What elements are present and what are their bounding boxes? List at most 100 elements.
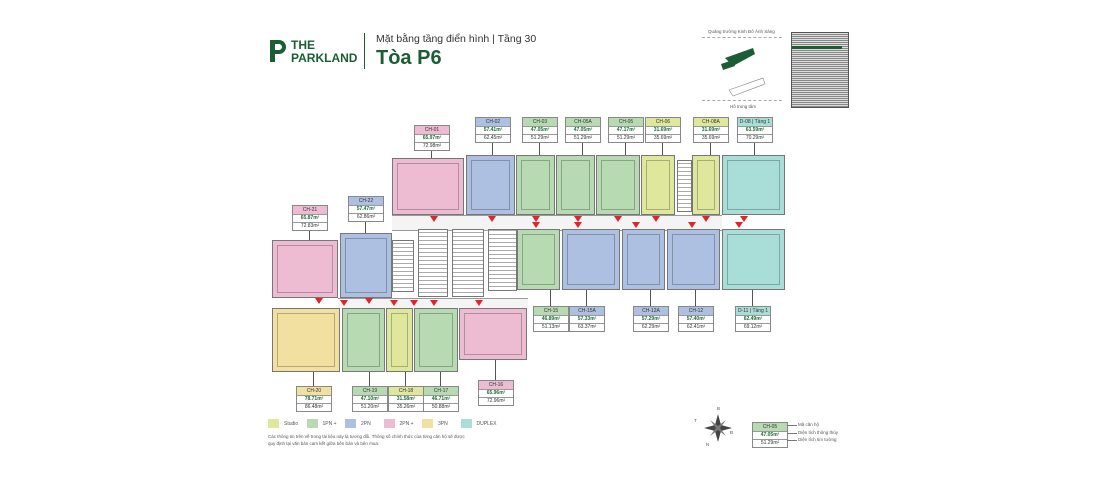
unit-net-area: 31.58m² (389, 395, 423, 403)
unit-net-area: 65.87m² (293, 214, 327, 222)
unit-gross-area: 35.69m² (694, 134, 728, 142)
apartment-unit[interactable] (516, 155, 555, 215)
label-leader (431, 150, 432, 158)
compass-icon (704, 414, 732, 442)
unit-code: D-08 | Tầng 1 (738, 118, 772, 126)
unit-gross-area: 86.48m² (297, 403, 331, 411)
unit-gross-area: 72.98m² (415, 142, 449, 150)
page-subtitle: Mặt bằng tầng điển hình | Tầng 30 (376, 33, 537, 45)
unit-code: CH-02 (476, 118, 510, 126)
unit-code: CH-03 (523, 118, 557, 126)
entrance-marker-icon (430, 216, 438, 222)
unit-gross-area: 63.37m² (570, 323, 604, 331)
unit-code: CH-15 (534, 307, 568, 315)
apartment-unit[interactable] (562, 229, 620, 290)
unit-code: CH-18 (389, 387, 423, 395)
apartment-unit[interactable] (392, 158, 464, 215)
apartment-unit[interactable] (272, 308, 340, 372)
label-leader (695, 290, 696, 306)
unit-gross-area: 51.13m² (534, 323, 568, 331)
stair-core (677, 160, 692, 212)
compass-west: T (694, 418, 697, 423)
legend-label: 3PN (438, 421, 448, 427)
apartment-unit[interactable] (596, 155, 640, 215)
unit-code: CH-12A (634, 307, 668, 315)
apartment-unit[interactable] (722, 155, 785, 215)
apartment-unit[interactable] (667, 229, 720, 290)
compass-east: Đ (730, 430, 734, 435)
apartment-unit[interactable] (386, 308, 413, 372)
entrance-marker-icon (632, 222, 640, 228)
unit-gross-area: 72.83m² (293, 222, 327, 230)
site-divider (702, 100, 782, 101)
unit-code: CH-22 (349, 197, 383, 205)
unit-net-area: 46.89m² (534, 315, 568, 323)
apartment-unit[interactable] (342, 308, 385, 372)
key-gross: 51.29m² (753, 439, 787, 447)
unit-code: CH-05 (609, 118, 643, 126)
site-top-label: Quảng trường Kinh Đô Ánh Sáng (708, 29, 775, 34)
entrance-marker-icon (365, 298, 373, 304)
apartment-unit[interactable] (692, 155, 720, 215)
apartment-unit[interactable] (414, 308, 458, 372)
apartment-unit[interactable] (340, 233, 392, 298)
highlighted-floor (792, 46, 842, 49)
apartment-unit[interactable] (517, 229, 560, 290)
label-leader (650, 290, 651, 306)
label-leader (582, 142, 583, 155)
apartment-unit[interactable] (641, 155, 675, 215)
label-leader (586, 290, 587, 306)
legend-swatch (383, 419, 395, 428)
apartment-unit[interactable] (272, 240, 338, 298)
unit-net-area: 57.33m² (570, 315, 604, 323)
unit-net-area: 57.41m² (476, 126, 510, 134)
legend-label: Studio (284, 421, 299, 427)
stair-core (418, 229, 448, 297)
unit-gross-area: 51.29m² (523, 134, 557, 142)
label-leader (309, 230, 310, 240)
key-code-label: Mã căn hộ (798, 422, 820, 427)
unit-code: CH-05A (566, 118, 600, 126)
key-net: 47.05m² (753, 431, 787, 439)
legend-swatch (345, 419, 356, 428)
key-leader (787, 433, 797, 434)
unit-gross-area: 51.29m² (609, 134, 643, 142)
unit-net-area: 46.71m² (424, 395, 458, 403)
label-leader (754, 142, 755, 155)
entrance-marker-icon (488, 216, 496, 222)
unit-net-area: 57.47m² (349, 205, 383, 213)
label-leader (752, 290, 753, 306)
elevator-core (392, 240, 414, 292)
unit-gross-area: 35.69m² (646, 134, 680, 142)
apartment-unit[interactable] (556, 155, 595, 215)
entrance-marker-icon (574, 216, 582, 222)
unit-gross-area: 62.29m² (634, 323, 668, 331)
building-elevation (791, 32, 849, 108)
unit-code: D-11 | Tầng 1 (736, 307, 770, 315)
legend-label: 2PN (361, 421, 371, 427)
apartment-unit[interactable] (722, 229, 785, 290)
unit-net-area: 63.59m² (738, 126, 772, 134)
label-leader (710, 142, 711, 155)
unit-code: CH-19 (353, 387, 387, 395)
apartment-unit[interactable] (622, 229, 665, 290)
entrance-marker-icon (702, 216, 710, 222)
entrance-marker-icon (410, 300, 418, 306)
unit-gross-area: 72.96m² (479, 397, 513, 405)
legend-label: 1PN + (322, 421, 337, 427)
compass-south: N (706, 442, 710, 447)
legend-label: DUPLEX (476, 421, 497, 427)
apartment-unit[interactable] (466, 155, 515, 215)
label-leader (662, 142, 663, 155)
unit-code: CH-17 (424, 387, 458, 395)
apartment-unit[interactable] (459, 308, 527, 360)
unit-net-area: 78.71m² (297, 395, 331, 403)
